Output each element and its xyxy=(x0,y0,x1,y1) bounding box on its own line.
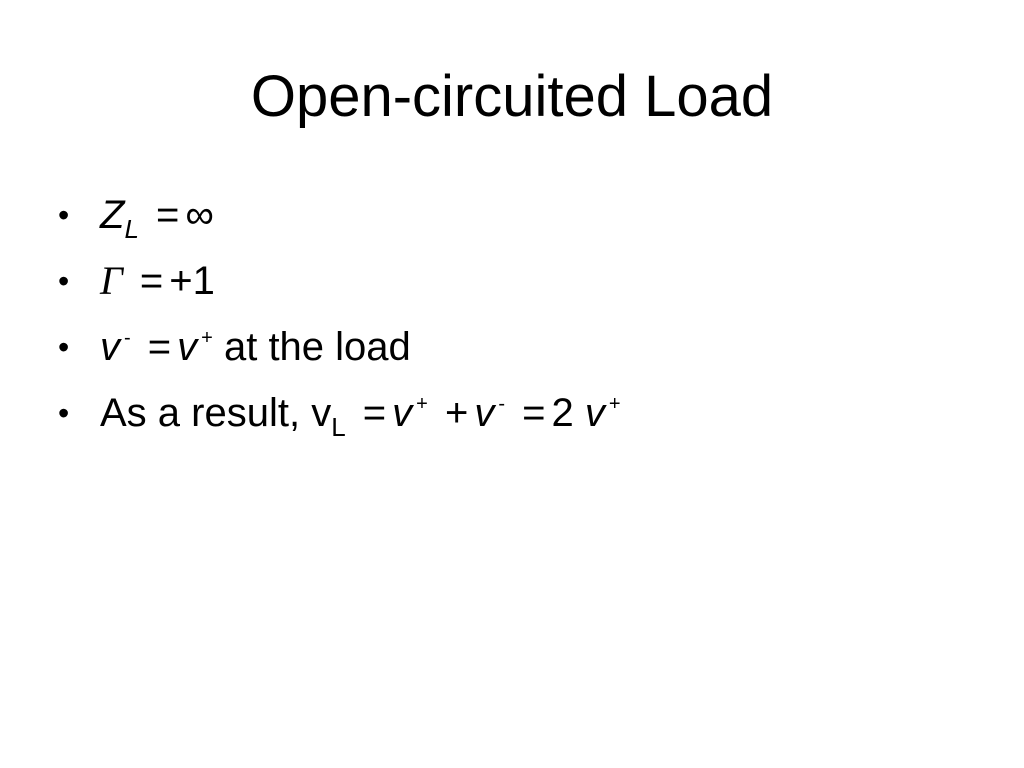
equals-sign: = xyxy=(139,259,164,303)
bullet-item-impedance: • ZL =∞ xyxy=(58,186,621,252)
equals-sign: = xyxy=(362,391,387,435)
gamma-symbol: Γ xyxy=(100,258,123,303)
bullet-list: • ZL =∞ • Γ =+1 • v- =v+ at the load • A… xyxy=(58,186,621,450)
bullet-dot-icon: • xyxy=(58,329,70,365)
coefficient: 2 xyxy=(551,391,574,435)
reflection-value: +1 xyxy=(169,259,215,303)
plus-sign: + xyxy=(444,391,469,435)
bullet-item-load-voltage: • As a result, vL =v+ +v- =2 v+ xyxy=(58,384,621,450)
equals-sign: = xyxy=(147,325,172,369)
bullet-dot-icon: • xyxy=(58,263,70,299)
term2-superscript: - xyxy=(498,393,505,415)
equals-sign: = xyxy=(522,391,546,435)
voltage-relation-tail: at the load xyxy=(223,325,411,369)
infinity-value: ∞ xyxy=(185,193,214,237)
impedance-symbol: Z xyxy=(100,193,125,237)
voltage-plus-symbol: v xyxy=(177,325,198,369)
plus-superscript: + xyxy=(201,327,213,349)
term1-superscript: + xyxy=(416,393,428,415)
bullet-item-reflection: • Γ =+1 xyxy=(58,252,621,318)
load-voltage-lead: As a result, v xyxy=(100,391,332,435)
term1-voltage-symbol: v xyxy=(392,391,413,435)
equals-sign: = xyxy=(156,193,180,237)
term3-voltage-symbol: v xyxy=(584,391,605,435)
slide-title: Open-circuited Load xyxy=(250,64,774,129)
minus-superscript: - xyxy=(124,327,131,349)
bullet-dot-icon: • xyxy=(58,197,70,233)
voltage-minus-symbol: v xyxy=(100,325,120,369)
term3-superscript: + xyxy=(608,393,621,415)
bullet-item-voltage-relation: • v- =v+ at the load xyxy=(58,318,621,384)
impedance-subscript: L xyxy=(124,214,139,244)
load-voltage-subscript: L xyxy=(331,412,346,442)
term2-voltage-symbol: v xyxy=(474,391,495,435)
bullet-dot-icon: • xyxy=(58,395,70,431)
